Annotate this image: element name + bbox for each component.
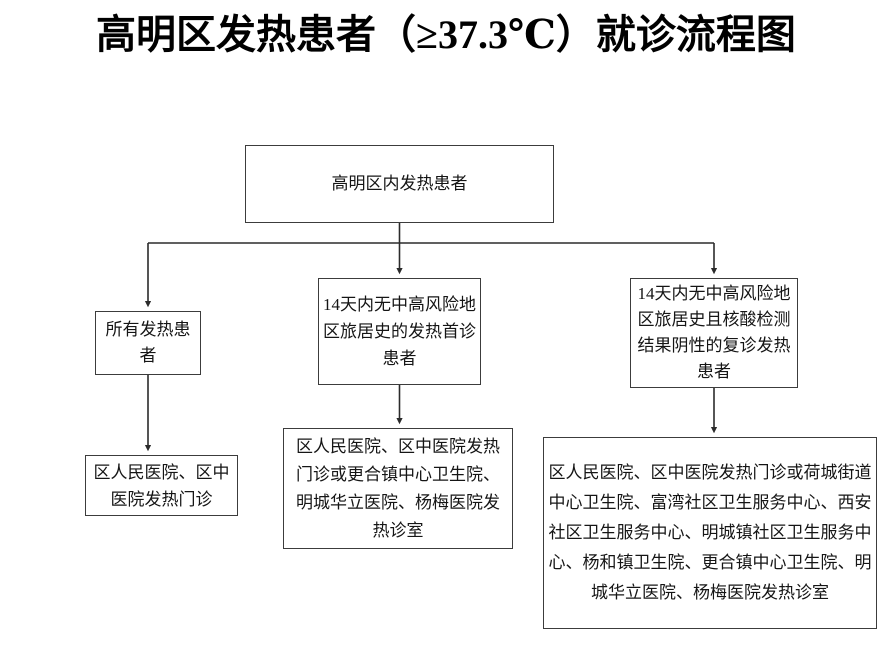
node-branch-first-visit[interactable]: 14天内无中高风险地区旅居史的发热首诊患者 (318, 278, 481, 385)
node-root-label: 高明区内发热患者 (331, 174, 468, 193)
node-output-revisit-clinics[interactable]: 区人民医院、区中医院发热门诊或荷城街道中心卫生院、富湾社区卫生服务中心、西安社区… (543, 437, 877, 629)
node-branch-first-visit-label: 14天内无中高风险地区旅居史的发热首诊患者 (323, 295, 476, 368)
page-title: 高明区发热患者（≥37.3℃）就诊流程图 (96, 12, 796, 57)
node-output-all-label: 区人民医院、区中医院发热门诊 (93, 462, 230, 509)
node-branch-revisit-label: 14天内无中高风险地区旅居史且核酸检测结果阴性的复诊发热患者 (637, 284, 791, 381)
node-root-fever-patients[interactable]: 高明区内发热患者 (245, 145, 554, 223)
node-output-first-visit-clinics[interactable]: 区人民医院、区中医院发热门诊或更合镇中心卫生院、明城华立医院、杨梅医院发热诊室 (283, 428, 513, 549)
node-output-revisit-label: 区人民医院、区中医院发热门诊或荷城街道中心卫生院、富湾社区卫生服务中心、西安社区… (548, 463, 872, 602)
node-branch-all-label: 所有发热患者 (105, 320, 191, 365)
node-output-all-fever-clinics[interactable]: 区人民医院、区中医院发热门诊 (85, 455, 238, 516)
node-branch-revisit[interactable]: 14天内无中高风险地区旅居史且核酸检测结果阴性的复诊发热患者 (630, 278, 798, 388)
node-branch-all-fever-patients[interactable]: 所有发热患者 (95, 311, 201, 375)
node-output-first-visit-label: 区人民医院、区中医院发热门诊或更合镇中心卫生院、明城华立医院、杨梅医院发热诊室 (296, 436, 500, 540)
